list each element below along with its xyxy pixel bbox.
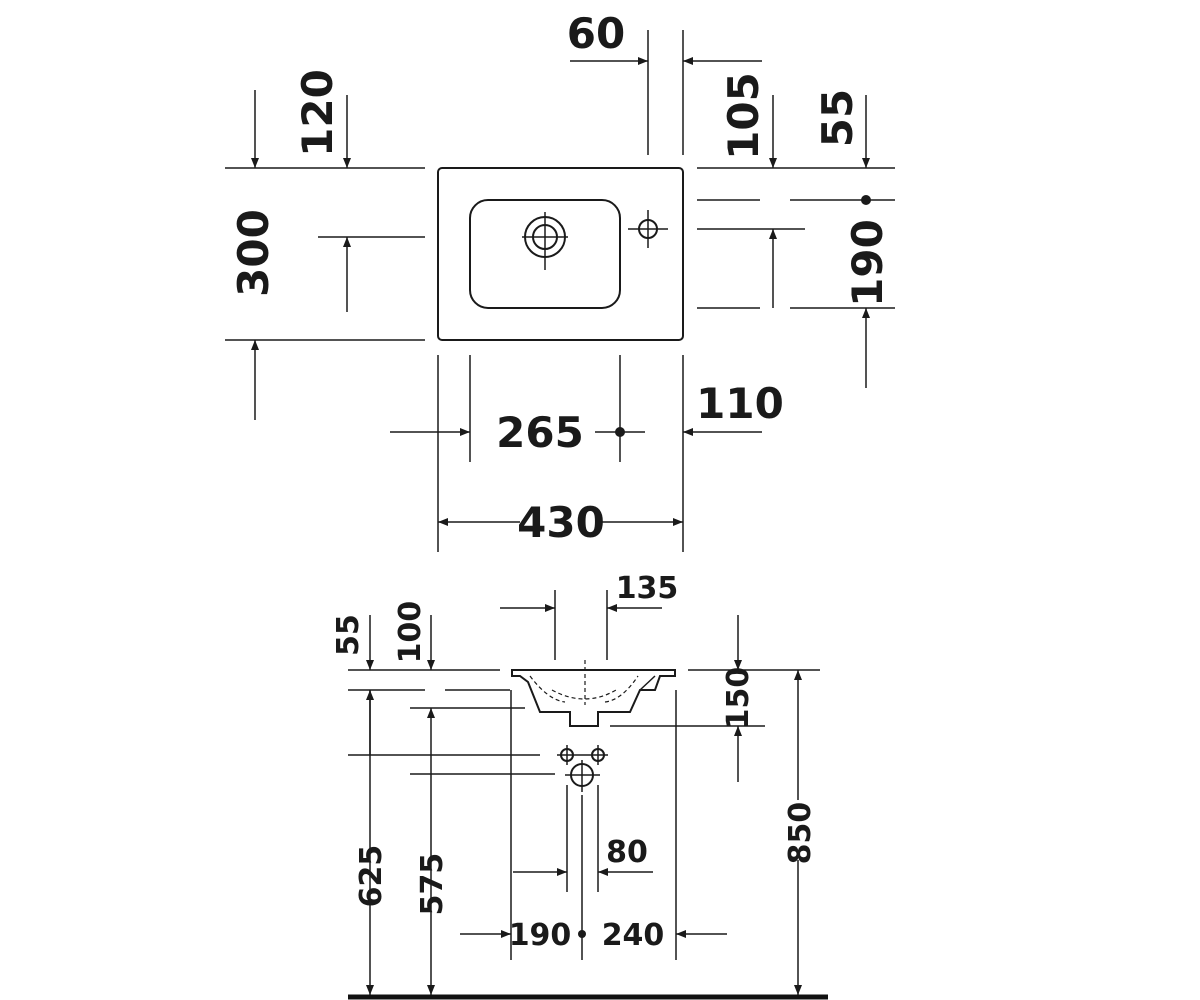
dim-625-label: 625 xyxy=(354,845,389,908)
dim-55-side-label: 55 xyxy=(331,614,366,656)
side-view: 135 55 100 625 575 150 850 xyxy=(331,571,828,1000)
dim-110-label: 110 xyxy=(696,379,784,428)
dim-190-label: 190 xyxy=(843,219,892,307)
dim-135-label: 135 xyxy=(616,571,679,606)
dim-430-label: 430 xyxy=(517,498,605,547)
dim-240-label: 240 xyxy=(602,918,665,953)
basin-profile-side xyxy=(511,669,676,727)
dim-265-label: 265 xyxy=(496,408,584,457)
basin-outline-top xyxy=(437,167,684,341)
water-connections xyxy=(557,745,608,792)
dim-80-label: 80 xyxy=(606,835,648,870)
tap-hole-symbol xyxy=(628,210,668,248)
dim-190-side-label: 190 xyxy=(509,918,572,953)
dim-850-label: 850 xyxy=(783,802,818,865)
dim-120-label: 120 xyxy=(293,69,342,157)
dim-55-label: 55 xyxy=(813,89,862,147)
dim-575-label: 575 xyxy=(415,853,450,916)
dim-300-label: 300 xyxy=(229,209,278,297)
dim-150-label: 150 xyxy=(721,667,756,730)
dim-105-label: 105 xyxy=(719,72,768,160)
bowl-outline-top xyxy=(469,199,621,309)
drain-symbol xyxy=(522,212,568,270)
top-view: 60 120 300 105 55 190 xyxy=(225,9,895,552)
dim-100-label: 100 xyxy=(393,601,428,664)
dim-60-label: 60 xyxy=(567,9,625,58)
